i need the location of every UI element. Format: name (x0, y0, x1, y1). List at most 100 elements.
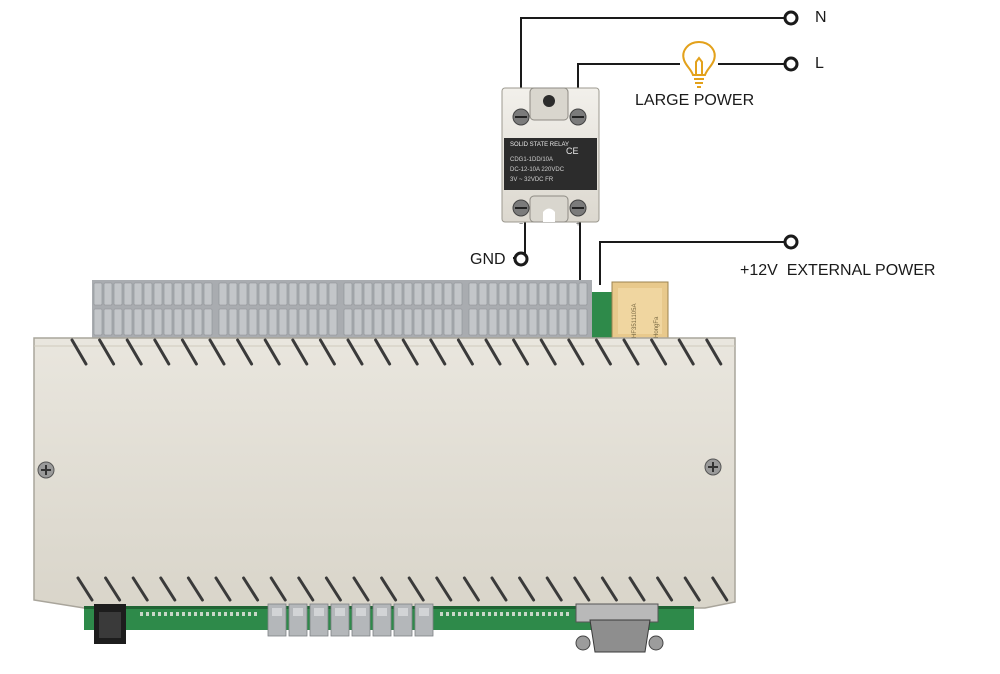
terminal-clip (518, 282, 528, 306)
terminal-clip (308, 308, 318, 336)
terminal-clip (218, 308, 228, 336)
terminal-clip (173, 282, 183, 306)
vent-slot (484, 338, 502, 366)
wire-neutral (520, 17, 784, 90)
pcb-pin (200, 612, 203, 616)
label-live: L (815, 55, 824, 72)
terminal-clip (183, 282, 193, 306)
solid-state-relay: − + (501, 87, 600, 228)
bottom-terminal-clip (272, 608, 282, 616)
pcb-pin (566, 612, 569, 616)
terminal-clip (488, 282, 498, 306)
terminal-clip (433, 282, 443, 306)
terminal-clip (258, 282, 268, 306)
label-gnd: GND (470, 251, 506, 268)
bottom-terminal-clip (377, 608, 387, 616)
terminal-clip (93, 282, 103, 306)
terminal-clip (558, 282, 568, 306)
vent-slot (180, 338, 198, 366)
terminal-clip (228, 282, 238, 306)
pcb-pin (482, 612, 485, 616)
terminal-clip (278, 282, 288, 306)
terminal-clip (453, 282, 463, 306)
vent-slot (705, 338, 723, 366)
terminal-clip (248, 308, 258, 336)
db9-connector (575, 603, 664, 653)
terminal-clip (218, 282, 228, 306)
vent-slot (214, 576, 232, 602)
bottom-terminal-clip (293, 608, 303, 616)
terminal-clip (268, 282, 278, 306)
terminal-clip (143, 308, 153, 336)
terminal-clip (423, 282, 433, 306)
terminal-clip (343, 282, 353, 306)
pcb-pin (494, 612, 497, 616)
terminal-clip (393, 282, 403, 306)
vent-slot (236, 338, 254, 366)
pcb-pin (218, 612, 221, 616)
vent-slot (435, 576, 453, 602)
terminal-clip (163, 282, 173, 306)
terminal-clip (548, 282, 558, 306)
terminal-clip (308, 282, 318, 306)
wire-terminals (513, 10, 799, 267)
pcb-pin (500, 612, 503, 616)
vent-slot (159, 576, 177, 602)
case-screw-icon (704, 458, 722, 476)
terminal-clip (153, 282, 163, 306)
pcb-pin (554, 612, 557, 616)
pcb-pin (518, 612, 521, 616)
vent-slot (131, 576, 149, 602)
vent-slot (567, 338, 585, 366)
vent-slot (462, 576, 480, 602)
vent-slot (622, 338, 640, 366)
terminal-blocks (92, 280, 612, 340)
terminal-clip (133, 308, 143, 336)
terminal-clip (568, 308, 578, 336)
pcb-pin (464, 612, 467, 616)
terminal-clip (508, 282, 518, 306)
pcb-pin (470, 612, 473, 616)
terminal-clip (103, 282, 113, 306)
vent-slot (76, 576, 94, 602)
controller-enclosure (33, 337, 736, 609)
vent-slot (677, 338, 695, 366)
terminal-clip (288, 282, 298, 306)
terminal-clip (373, 282, 383, 306)
pcb-pin (236, 612, 239, 616)
terminal-clip (433, 308, 443, 336)
dc-jack (94, 604, 126, 644)
pcb-pin (506, 612, 509, 616)
bottom-terminal-clip (398, 608, 408, 616)
terminal-l (783, 56, 799, 72)
terminal-clip (478, 308, 488, 336)
relay-output-rating: DC-12-10A 220VDC (510, 167, 565, 173)
pcb-pin (440, 612, 443, 616)
terminal-clip (478, 282, 488, 306)
terminal-clip (558, 308, 568, 336)
terminal-clip (468, 308, 478, 336)
vent-slot (656, 576, 674, 602)
terminal-clip (173, 308, 183, 336)
terminal-clip (548, 308, 558, 336)
terminal-clip (353, 282, 363, 306)
pcb-pin (170, 612, 173, 616)
vent-slot (297, 576, 315, 602)
pcb-pin (158, 612, 161, 616)
wire-external-power (599, 241, 784, 285)
pcb-pin (224, 612, 227, 616)
terminal-clip (163, 308, 173, 336)
pcb-pin (176, 612, 179, 616)
pcb-pin (512, 612, 515, 616)
onboard-relay-brand: HongFa (654, 316, 660, 338)
terminal-clip (343, 308, 353, 336)
vent-slot (70, 338, 88, 366)
vent-slot (98, 338, 116, 366)
terminal-clip (403, 308, 413, 336)
label-external-power: +12V EXTERNAL POWER (740, 262, 936, 279)
terminal-clip (363, 282, 373, 306)
pcb-pin (194, 612, 197, 616)
vent-slot (242, 576, 260, 602)
pcb-pin (230, 612, 233, 616)
bottom-terminal-clip (356, 608, 366, 616)
